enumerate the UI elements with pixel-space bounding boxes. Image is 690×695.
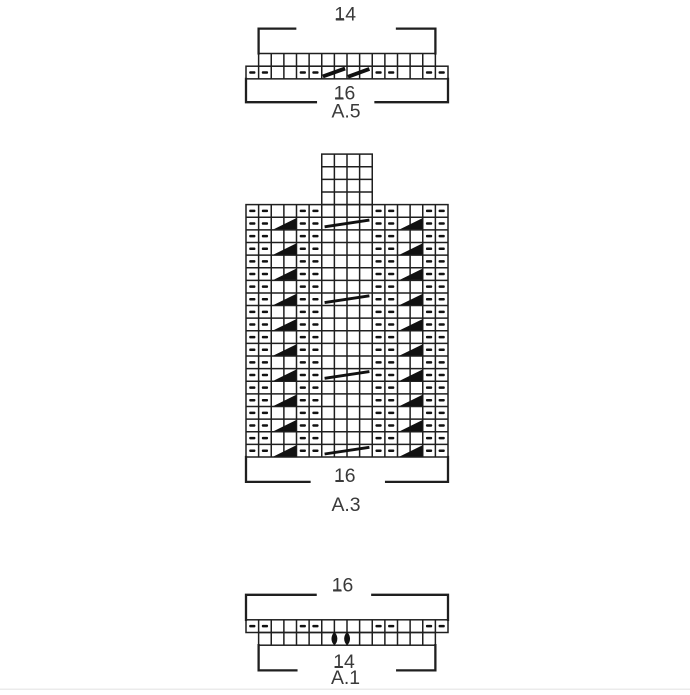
svg-text:A.1: A.1 [331,667,360,689]
svg-text:16: 16 [334,465,356,487]
svg-text:14: 14 [334,3,356,25]
svg-text:A.5: A.5 [331,100,360,122]
svg-text:16: 16 [332,575,354,597]
svg-text:A.3: A.3 [331,494,360,516]
